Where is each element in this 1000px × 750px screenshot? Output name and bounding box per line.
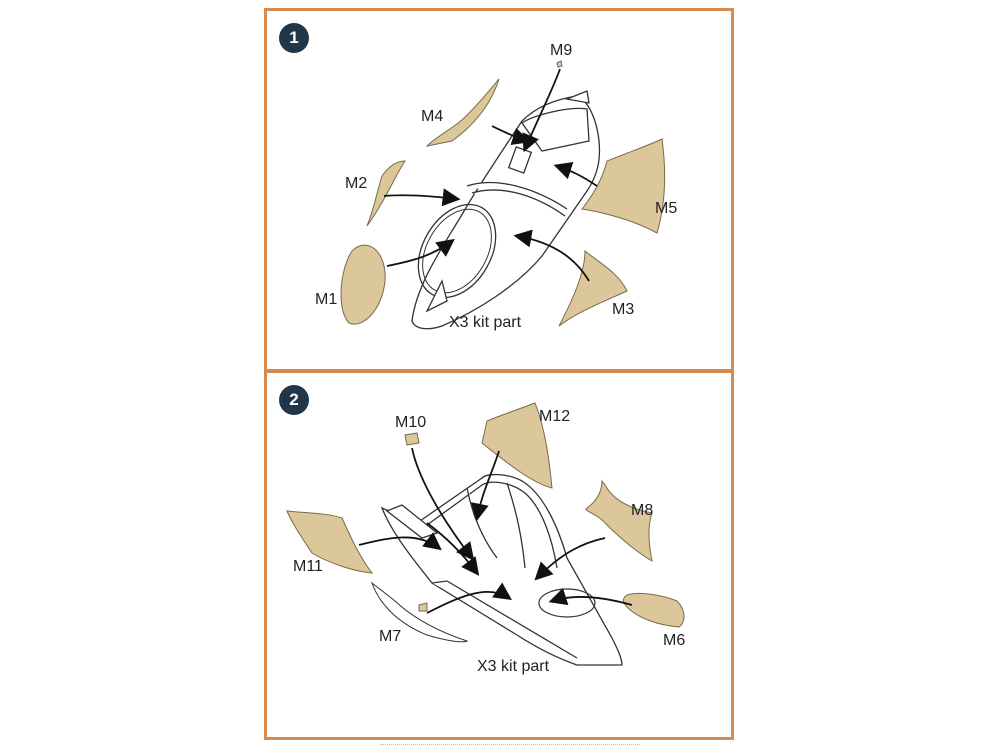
step-1-diagram: M1 M2 M3 M4 M5 M9 X3 kit part [315,42,677,331]
label-m1: M1 [315,291,337,308]
mask-m1 [340,244,386,325]
label-m12: M12 [539,408,570,425]
step-2-badge: 2 [279,385,309,415]
step-1-badge: 1 [279,23,309,53]
mask-m7-tab [418,602,428,612]
label-m6: M6 [663,632,685,649]
label-m2: M2 [345,175,367,192]
mask-m9 [556,60,563,68]
mask-m2 [366,160,406,227]
page-footer-divider [380,744,640,747]
label-m4: M4 [421,108,443,125]
label-m5: M5 [655,200,677,217]
mask-m11 [286,510,374,574]
label-m7: M7 [379,628,401,645]
mask-m8 [585,479,653,562]
step-2-diagram: M11 M7 M10 M12 M8 M6 X3 kit part [286,402,685,675]
kit-part-label-1: X3 kit part [449,314,522,331]
label-m9: M9 [550,42,572,59]
kit-part-label-2: X3 kit part [477,658,550,675]
cockpit-part-2 [380,473,623,666]
mask-m10 [404,432,420,446]
mask-m4 [425,78,500,147]
label-m8: M8 [631,502,653,519]
cockpit-part-1 [411,90,601,330]
mask-m7 [370,581,469,643]
step-1-panel: 1 M [264,8,734,372]
label-m3: M3 [612,301,634,318]
mask-m5 [581,138,666,234]
label-m11: M11 [293,558,323,575]
mask-m6 [623,592,685,628]
step-2-panel: 2 M11 [264,370,734,740]
label-m10: M10 [395,414,426,431]
mask-m3 [558,249,628,327]
mask-m12 [481,402,553,489]
